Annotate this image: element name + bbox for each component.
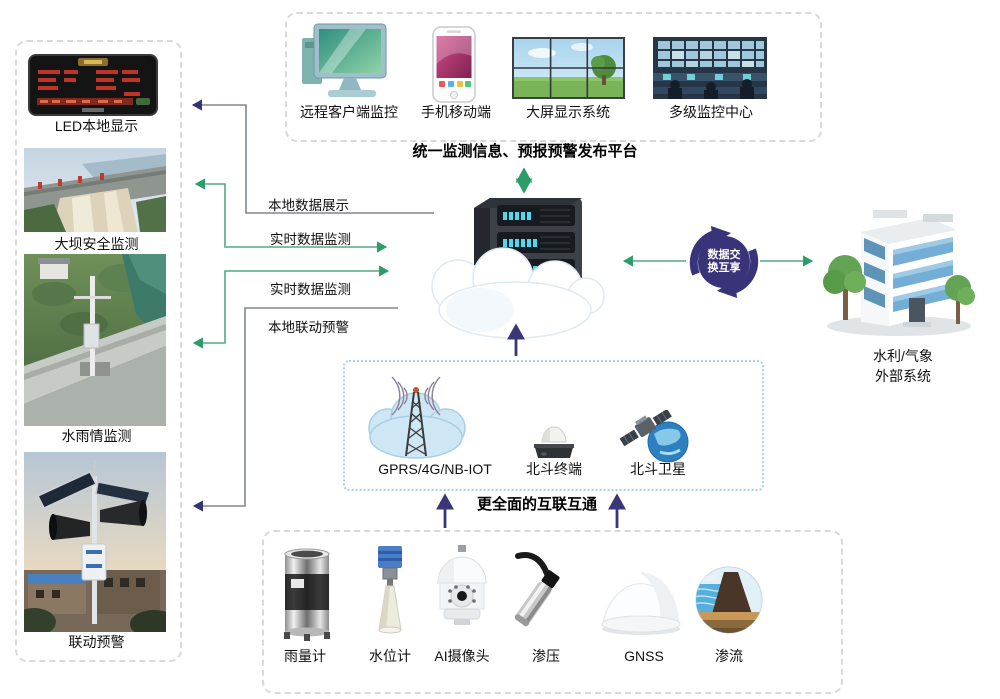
- water-level-label: 水位计: [369, 648, 411, 664]
- gprs-label: GPRS/4G/NB-IOT: [378, 461, 492, 477]
- led-display-icon: [28, 54, 158, 116]
- big-screen-label: 大屏显示系统: [526, 104, 610, 120]
- flow-label-realtime-1: 实时数据监测: [270, 232, 351, 247]
- data-exchange-icon: [687, 224, 761, 300]
- flow-label-local-warning: 本地联动预警: [268, 320, 349, 335]
- top-caption: 统一监测信息、预报预警发布平台: [412, 143, 638, 160]
- seepage-flow-label: 渗流: [715, 648, 743, 664]
- data-exchange-label: 数据交 换互享: [707, 249, 741, 274]
- big-screen-icon: [512, 37, 625, 99]
- external-building-icon: [823, 190, 975, 340]
- water-rain-monitoring-photo: [24, 254, 166, 426]
- comm-caption: 更全面的互联互通: [476, 496, 597, 513]
- rain-gauge-icon: [278, 546, 336, 641]
- dam-monitoring-photo: [24, 148, 166, 232]
- flow-label-realtime-2: 实时数据监测: [270, 282, 351, 297]
- ai-camera-icon: [430, 543, 494, 642]
- seepage-flow-icon: [694, 564, 764, 636]
- monitoring-center-icon: [653, 37, 767, 99]
- monitoring-center-label: 多级监控中心: [669, 104, 753, 120]
- beidou-terminal-icon: [530, 412, 578, 462]
- linkage-warning-label: 联动预警: [68, 634, 125, 650]
- ai-camera-label: AI摄像头: [434, 648, 490, 664]
- cloud-server-icon: [420, 192, 610, 344]
- led-display-label: LED本地显示: [54, 118, 139, 134]
- gprs-tower-icon: [360, 370, 472, 462]
- remote-client-label: 远程客户端监控: [300, 104, 398, 120]
- beidou-satellite-label: 北斗卫星: [630, 461, 686, 477]
- gnss-icon: [598, 562, 684, 636]
- mobile-phone-label: 手机移动端: [421, 104, 491, 120]
- seepage-pressure-label: 渗压: [532, 648, 560, 664]
- seepage-pressure-icon: [514, 550, 580, 640]
- water-level-icon: [370, 544, 410, 638]
- dam-monitoring-label: 大坝安全监测: [54, 236, 139, 252]
- external-system-label: 水利/气象 外部系统: [873, 348, 933, 384]
- gnss-label: GNSS: [624, 648, 664, 664]
- linkage-warning-photo: [24, 452, 166, 632]
- flow-label-local-display: 本地数据展示: [268, 198, 349, 213]
- beidou-terminal-label: 北斗终端: [526, 461, 582, 477]
- water-rain-monitoring-label: 水雨情监测: [61, 428, 132, 444]
- beidou-satellite-icon: [616, 410, 694, 464]
- remote-client-icon: [300, 22, 392, 102]
- mobile-phone-icon: [432, 26, 476, 103]
- rain-gauge-label: 雨量计: [284, 648, 326, 664]
